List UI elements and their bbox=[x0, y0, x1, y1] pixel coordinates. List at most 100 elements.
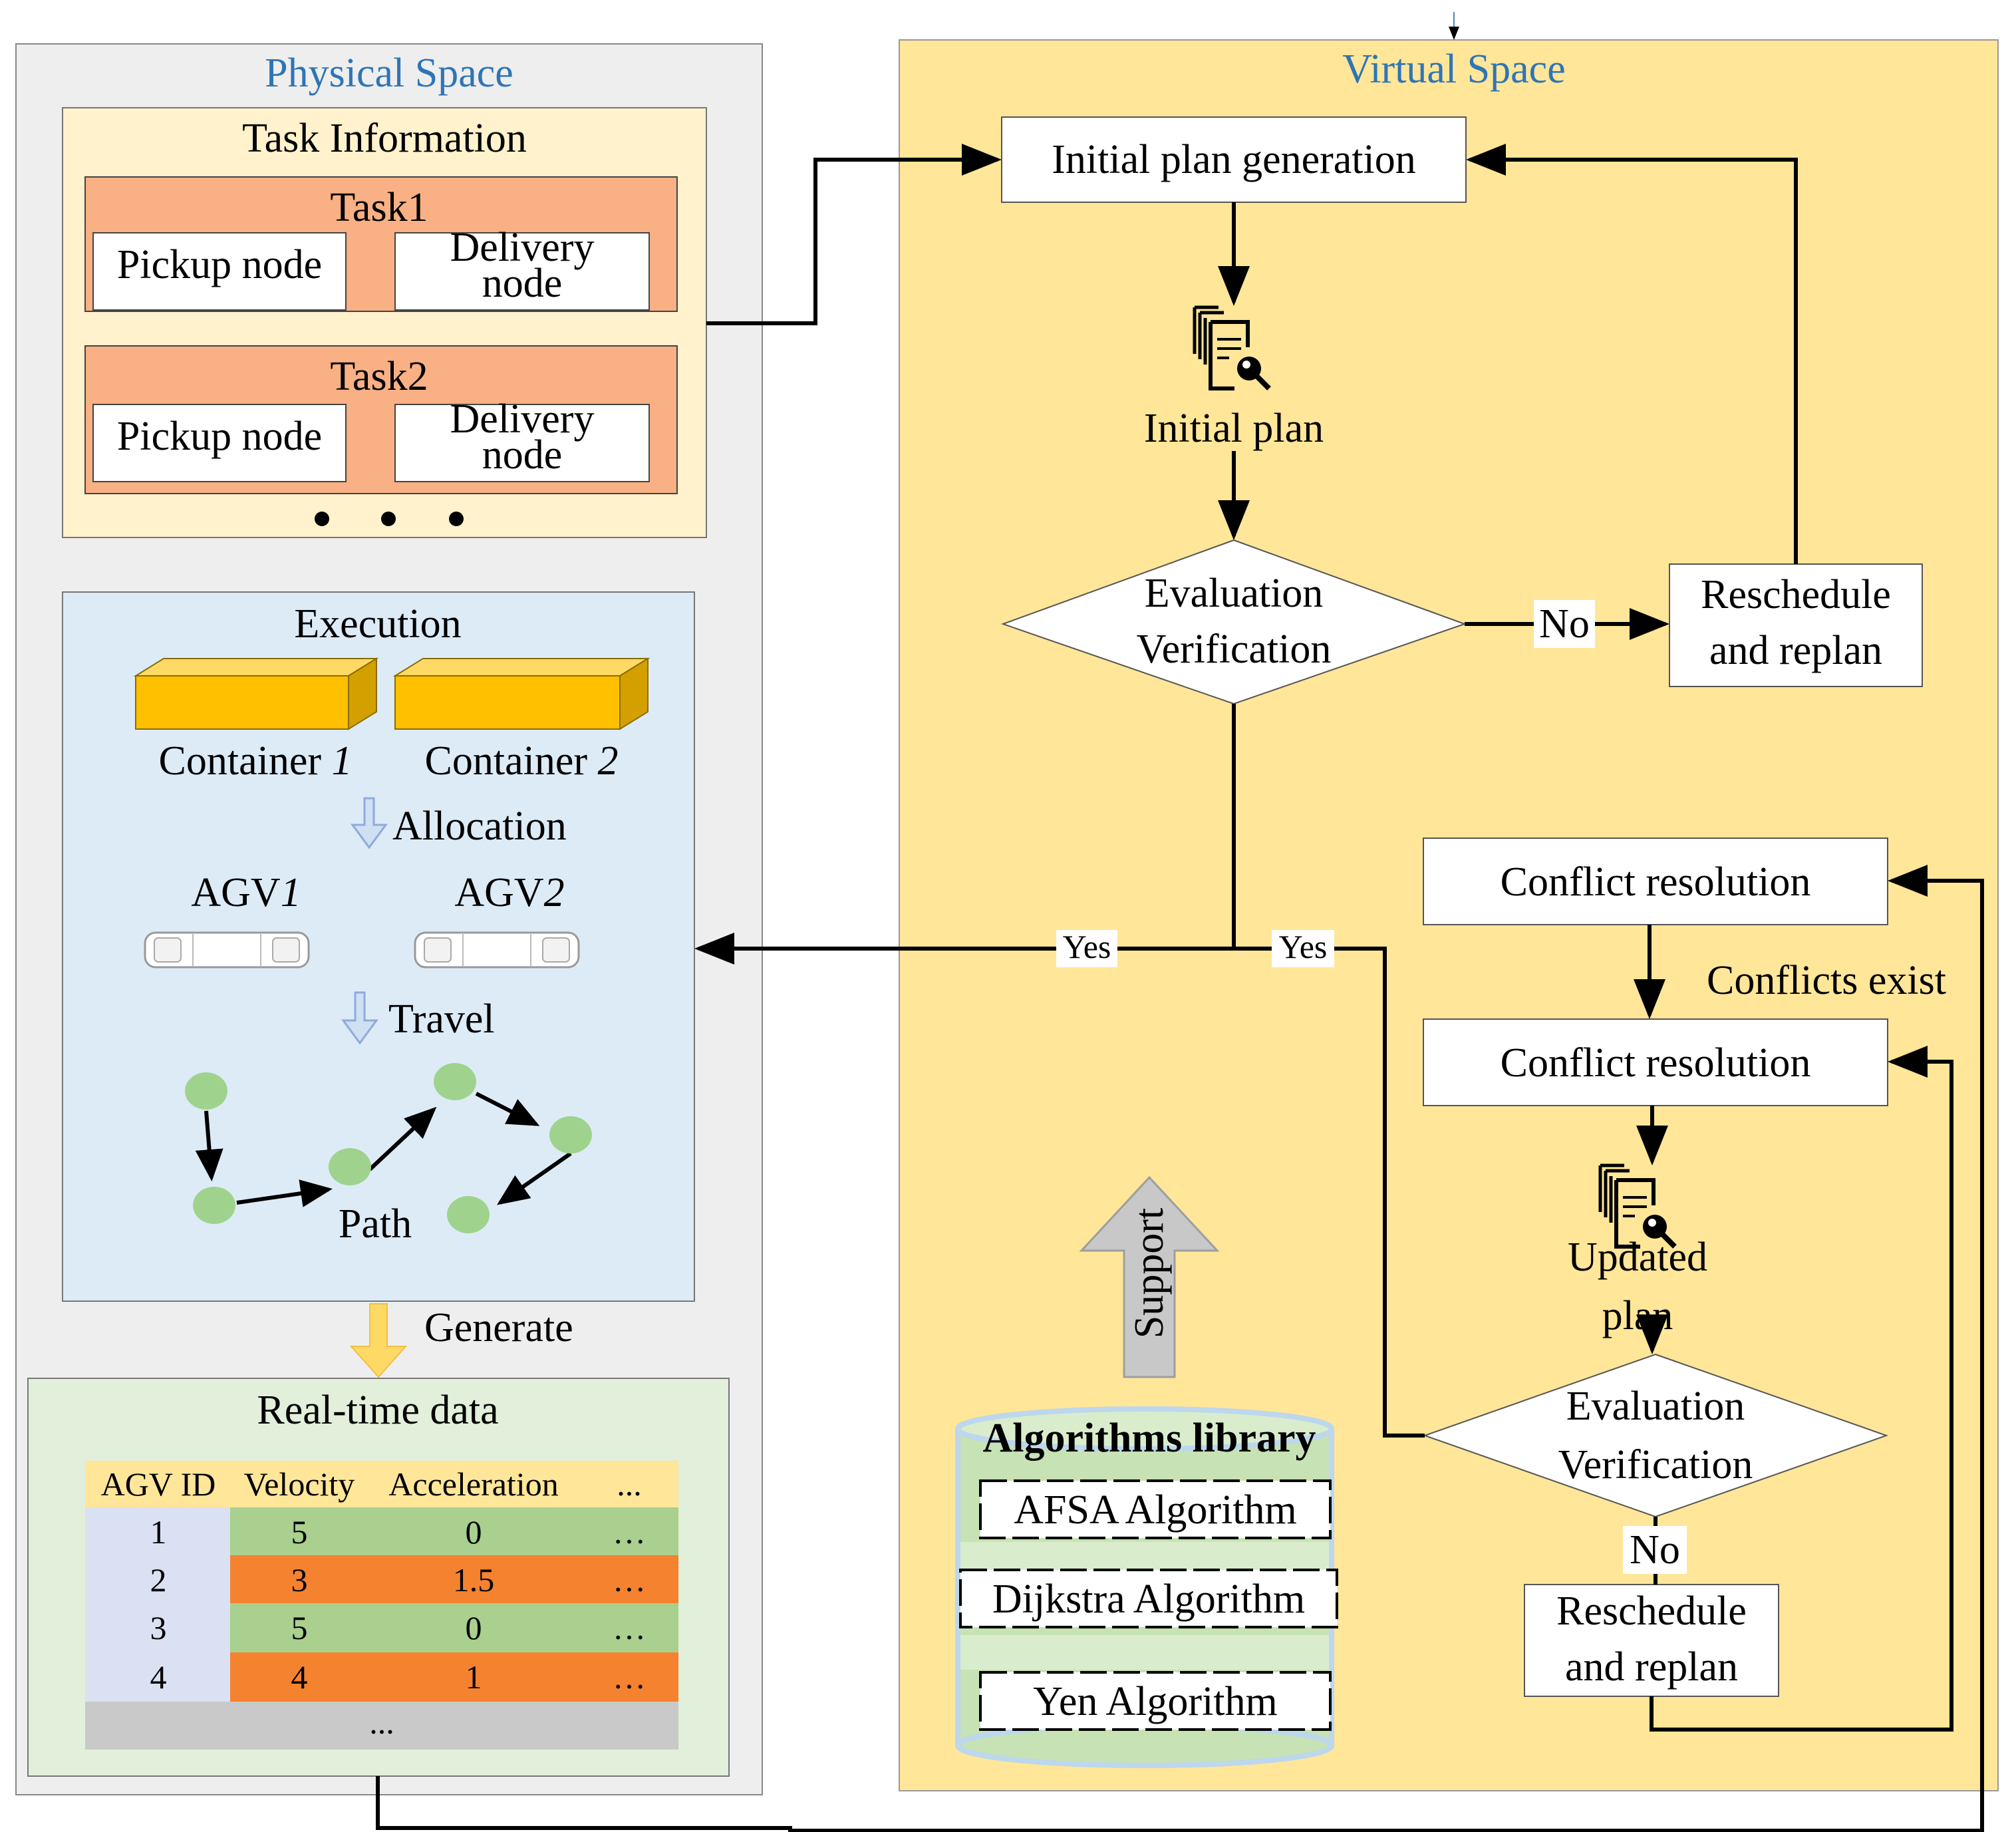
algorithm-item-dijkstra-box bbox=[959, 1569, 1338, 1628]
travel-arrow-icon bbox=[341, 991, 378, 1045]
table-header-velocity: Velocity bbox=[244, 1465, 355, 1503]
container-1-icon bbox=[133, 657, 379, 730]
table-header-acceleration: Acceleration bbox=[388, 1465, 558, 1503]
task-2-name: Task2 bbox=[330, 354, 428, 399]
svg-text:1.5: 1.5 bbox=[453, 1561, 495, 1599]
reschedule-replan-1-box bbox=[1669, 563, 1923, 687]
agv-2-vehicle-icon bbox=[414, 931, 580, 969]
conflict-resolution-1-box bbox=[1423, 838, 1888, 925]
svg-text:5: 5 bbox=[291, 1513, 308, 1551]
algorithm-item-yen: Yen Algorithm bbox=[1033, 1679, 1278, 1724]
conflict-resolution-1-label: Conflict resolution bbox=[1501, 859, 1811, 905]
container-1-label: Container 1 bbox=[159, 738, 353, 784]
initial-plan-label: Initial plan bbox=[1144, 406, 1324, 451]
realtime-data-table: AGV ID Velocity Acceleration ... 1 5 0 …… bbox=[85, 1461, 678, 1750]
conflict-resolution-2-box bbox=[1423, 1018, 1888, 1106]
svg-text:1: 1 bbox=[150, 1513, 167, 1551]
task-1-pickup-label: Pickup node bbox=[117, 242, 322, 287]
reschedule-replan-2-box bbox=[1524, 1584, 1779, 1697]
svg-text:3: 3 bbox=[291, 1561, 308, 1599]
initial-plan-generation-box bbox=[1001, 116, 1467, 203]
task-2-pickup-box bbox=[92, 404, 347, 482]
path-node bbox=[329, 1148, 371, 1185]
path-label: Path bbox=[339, 1201, 412, 1247]
task-information-title: Task Information bbox=[242, 116, 527, 161]
table-row: 4 4 1 … bbox=[150, 1658, 647, 1696]
task-1-name: Task1 bbox=[330, 185, 428, 230]
generate-arrow-icon bbox=[349, 1303, 408, 1378]
updated-plan-line1: Updated bbox=[1568, 1235, 1707, 1280]
task-information-panel: Task Information Task1 Pickup node Deliv… bbox=[62, 107, 707, 538]
generate-label: Generate bbox=[424, 1305, 573, 1350]
task-2-delivery-line1: Delivery bbox=[450, 396, 595, 442]
yes-label-1: Yes bbox=[1063, 928, 1111, 965]
task-1-delivery-box bbox=[394, 232, 650, 311]
path-node bbox=[434, 1063, 476, 1100]
task-2-delivery-box bbox=[394, 404, 650, 482]
allocation-label: Allocation bbox=[392, 804, 567, 849]
realtime-data-panel: Real-time data AGV ID Velocity Accelerat… bbox=[27, 1378, 730, 1777]
path-node bbox=[193, 1187, 235, 1224]
task-1-delivery-line2: node bbox=[482, 261, 563, 306]
task-1-pickup-box bbox=[92, 232, 347, 311]
path-node bbox=[549, 1116, 592, 1153]
algorithm-item-dijkstra: Dijkstra Algorithm bbox=[992, 1577, 1305, 1622]
svg-text:…: … bbox=[613, 1513, 646, 1551]
reschedule-2-line1: Reschedule bbox=[1556, 1589, 1747, 1634]
allocation-arrow-icon bbox=[351, 797, 388, 849]
travel-label: Travel bbox=[388, 996, 495, 1042]
svg-text:0: 0 bbox=[466, 1609, 482, 1646]
task-1-delivery-line1: Delivery bbox=[450, 225, 595, 270]
flow-connectors bbox=[376, 144, 1984, 1832]
connector-reschedule1-to-gen bbox=[1466, 144, 1798, 564]
no-label-2: No bbox=[1630, 1527, 1680, 1573]
table-row: 2 3 1.5 … bbox=[150, 1561, 647, 1599]
algorithm-item-afsa: AFSA Algorithm bbox=[1014, 1487, 1297, 1533]
updated-plan-line2: plan bbox=[1602, 1293, 1673, 1338]
path-graph bbox=[185, 1063, 592, 1233]
no-label-1: No bbox=[1539, 601, 1590, 647]
reschedule-2-line2: and replan bbox=[1565, 1644, 1738, 1690]
evaluation-2-line1: Evaluation bbox=[1566, 1384, 1745, 1429]
agv-1-vehicle-icon bbox=[144, 931, 310, 969]
connector-realtime-to-conflict1 bbox=[376, 865, 1984, 1832]
path-node bbox=[185, 1072, 227, 1110]
svg-text:…: … bbox=[613, 1609, 646, 1646]
evaluation-1-line1: Evaluation bbox=[1145, 571, 1324, 616]
reschedule-1-line2: and replan bbox=[1709, 628, 1882, 673]
svg-text:…: … bbox=[613, 1561, 646, 1599]
container-2-icon bbox=[392, 657, 650, 730]
updated-plan-document-icon bbox=[1598, 1163, 1677, 1249]
table-header-agv-id: AGV ID bbox=[101, 1465, 216, 1503]
container-2-label: Container 2 bbox=[425, 738, 619, 784]
yes-label-2: Yes bbox=[1279, 928, 1328, 965]
support-arrow-icon bbox=[1079, 1175, 1220, 1378]
algorithm-item-afsa-box bbox=[979, 1479, 1332, 1539]
initial-plan-generation-label: Initial plan generation bbox=[1052, 137, 1415, 182]
execution-title: Execution bbox=[294, 601, 461, 647]
initial-plan-document-icon bbox=[1193, 305, 1271, 390]
algorithm-item-yen-box bbox=[979, 1671, 1332, 1731]
evaluation-1-line2: Verification bbox=[1137, 627, 1332, 672]
table-header-more: ... bbox=[617, 1465, 642, 1503]
conflict-resolution-2-label: Conflict resolution bbox=[1501, 1040, 1811, 1086]
evaluation-2-line2: Verification bbox=[1558, 1442, 1753, 1487]
virtual-space-title: Virtual Space bbox=[1342, 47, 1565, 92]
task-1-row: Task1 Pickup node Delivery node bbox=[84, 176, 678, 312]
support-label: Support bbox=[1127, 1208, 1172, 1338]
agv-2-label: AGV2 bbox=[454, 870, 564, 915]
physical-space-title: Physical Space bbox=[265, 51, 513, 96]
reschedule-1-line1: Reschedule bbox=[1701, 572, 1891, 617]
realtime-data-title: Real-time data bbox=[257, 1388, 498, 1433]
connector-task-to-plan bbox=[706, 144, 1002, 325]
svg-text:4: 4 bbox=[291, 1658, 308, 1696]
task-2-pickup-label: Pickup node bbox=[117, 414, 322, 459]
conflicts-exist-label: Conflicts exist bbox=[1707, 958, 1946, 1003]
svg-text:3: 3 bbox=[150, 1609, 167, 1646]
table-row: 1 5 0 … bbox=[150, 1513, 647, 1551]
task-2-row: Task2 Pickup node Delivery node bbox=[84, 345, 678, 494]
more-tasks-ellipsis-icon bbox=[315, 512, 464, 526]
table-footer-ellipsis: ... bbox=[369, 1704, 394, 1741]
connector-reschedule2-to-conflict2 bbox=[1650, 1046, 1953, 1732]
